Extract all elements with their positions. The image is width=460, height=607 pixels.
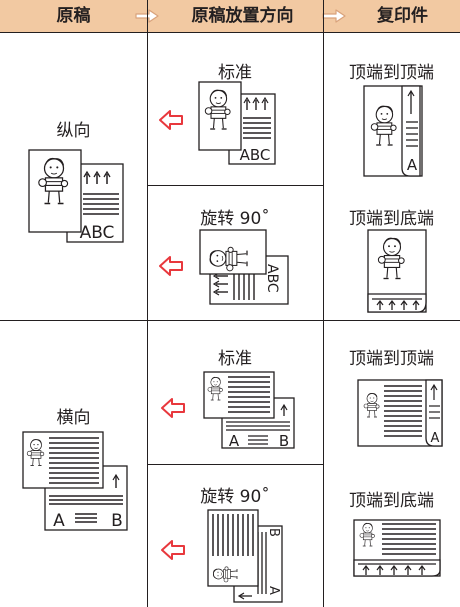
portrait-copy-top-to-bottom-illustration [367,229,427,313]
abc-text: ABC [264,264,280,293]
portrait-standard-result: 顶端到顶端 [349,63,434,83]
a-text: A [407,156,418,174]
portrait-label: 纵向 [56,121,91,141]
red-arrow-icon [159,256,183,276]
landscape-standard-illustration: A B [203,371,295,450]
abc-text: ABC [80,223,115,243]
b-text: B [279,432,289,450]
portrait-original-illustration: ABC [28,149,124,243]
a-text: A [229,432,240,450]
landscape-rotate-label: 旋转 90˚ [200,487,270,507]
portrait-rotate-result: 顶端到底端 [349,209,434,229]
header-arrow-icon [322,9,346,23]
grid-line [147,185,323,186]
header-original: 原稿 [56,6,91,26]
b-text: B [111,511,123,531]
red-arrow-icon [159,110,183,130]
grid-line [323,0,324,607]
landscape-standard-result: 顶端到顶端 [349,349,434,369]
landscape-standard-label: 标准 [218,349,252,369]
landscape-original-illustration: A B [22,431,128,531]
red-arrow-icon [161,540,185,560]
landscape-copy-top-to-bottom-illustration [353,519,441,577]
table-header [0,0,460,32]
a-text: A [53,511,65,531]
grid-line [147,464,323,465]
header-copy: 复印件 [377,6,428,26]
landscape-rotate-result: 顶端到底端 [349,491,434,511]
b-text: B [266,528,281,537]
a-text: A [266,586,281,595]
a-text: A [431,431,440,446]
landscape-label: 横向 [56,408,91,428]
landscape-rotate-illustration: B A [207,509,283,603]
header-placement: 原稿放置方向 [191,6,294,26]
abc-text: ABC [240,146,271,164]
grid-line [0,32,460,33]
portrait-standard-label: 标准 [218,63,252,83]
portrait-rotate-label: 旋转 90˚ [200,209,270,229]
grid-line [147,0,148,607]
portrait-standard-illustration: ABC [198,81,276,165]
grid-line [0,320,460,321]
landscape-copy-top-to-top-illustration: A [357,379,443,447]
red-arrow-icon [161,398,185,418]
portrait-rotate-illustration: ABC [199,229,289,305]
portrait-copy-top-to-top-illustration: A [363,85,423,177]
